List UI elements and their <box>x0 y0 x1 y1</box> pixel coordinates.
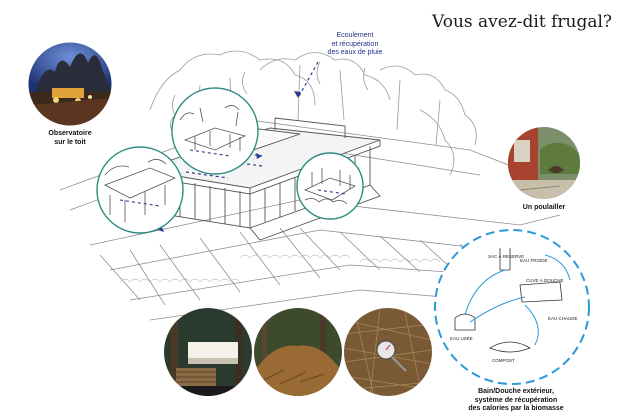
chicken-coop-photo <box>508 127 580 199</box>
observatory-caption-line-2: sur le toit <box>54 138 86 146</box>
bath-caption: Bain/Douche extérieur, système de récupé… <box>466 388 566 414</box>
observatory-caption-line-1: Observatoire <box>48 130 92 137</box>
observatory-caption: Observatoire sur le toit <box>38 130 102 147</box>
label-inlet: EAU FROIDE <box>520 258 548 263</box>
label-biomass: COMPOST <box>492 358 515 363</box>
bath-caption-line-1: Bain/Douche extérieur, <box>478 388 554 395</box>
label-tank: SAC À RESERVE <box>488 253 524 259</box>
chicken-caption-line-1: Un poulailler <box>522 204 566 211</box>
label-drain: EAU USÉE <box>450 335 473 341</box>
detail-circle-roof <box>171 87 259 175</box>
label-heater: CUVE À DOUCHE <box>526 277 564 283</box>
arrow-head-down <box>294 91 301 98</box>
compost-sketch <box>489 341 531 353</box>
rainwater-caption-line-3: des eaux de pluie <box>327 49 383 56</box>
rainwater-caption-line-2: et récupération <box>331 40 379 48</box>
observatory-photo <box>28 42 112 126</box>
detail-circle-garden <box>296 152 364 220</box>
heater-sketch <box>519 281 563 303</box>
arrow-head-right <box>256 153 262 159</box>
bath-cycle-diagram: SAC À RESERVE CUVE À DOUCHE COMPOST EAU … <box>434 229 590 385</box>
compost-photo <box>254 308 342 396</box>
chicken-caption: Un poulailler <box>514 204 574 213</box>
thermometer-photo <box>344 308 432 396</box>
page-title: Vous avez-dit frugal? <box>432 12 613 32</box>
tub-sketch <box>454 313 476 331</box>
rainwater-caption: Ecoulement et récupération des eaux de p… <box>320 32 390 58</box>
bath-caption-line-3: des calories par la biomasse <box>468 405 564 412</box>
garden-beds-sketch <box>119 254 441 283</box>
detail-circle-deck <box>96 146 184 234</box>
cycle-dashed-circle <box>434 229 590 385</box>
rainwater-caption-line-1: Ecoulement <box>336 32 374 39</box>
bath-photo <box>164 308 252 396</box>
observatory-frame <box>27 41 113 127</box>
arrow-head-down-small <box>158 225 164 232</box>
bath-caption-line-2: système de récupération <box>474 396 558 404</box>
label-pump: EAU CHAUDE <box>548 316 578 321</box>
